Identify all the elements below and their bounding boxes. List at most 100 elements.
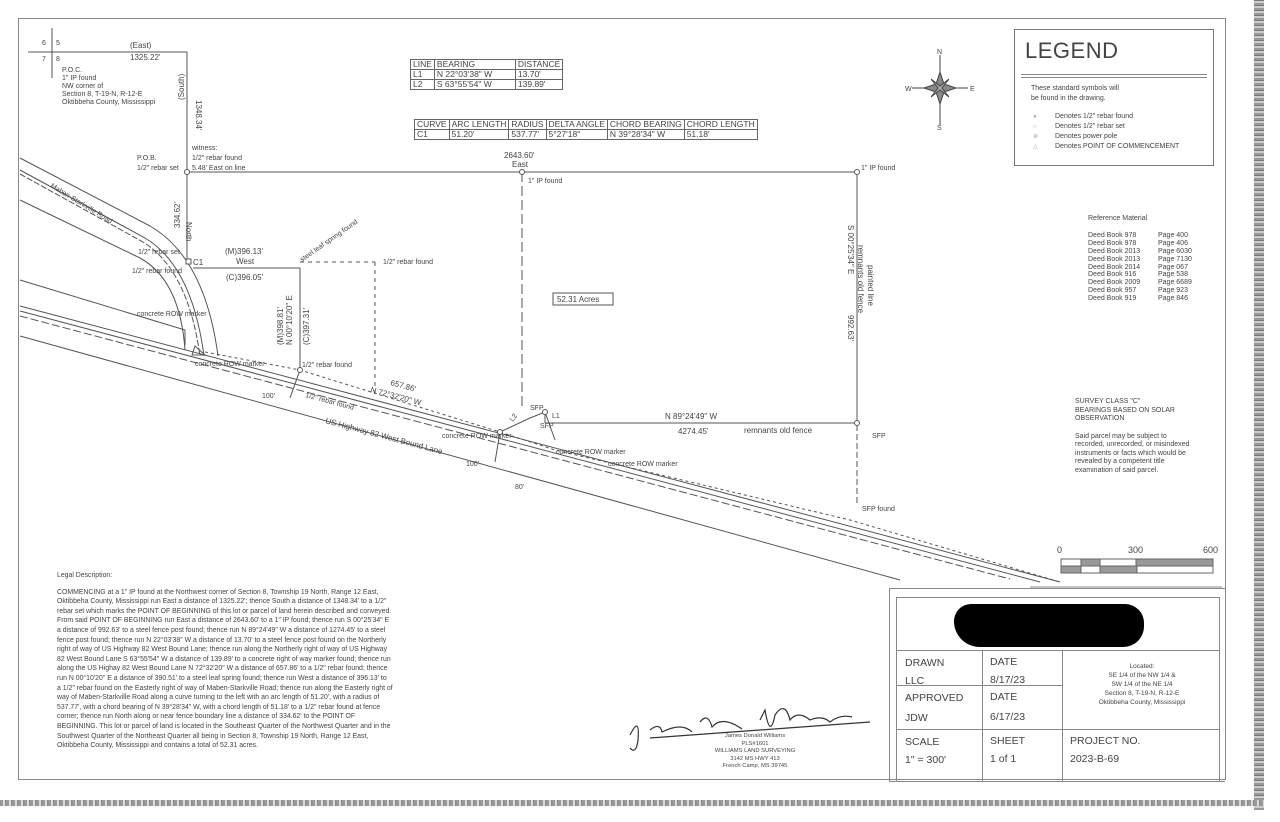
l1-label: L1 [552,413,560,420]
ip-found-label: 1" IP found [528,178,562,185]
scan-edge-right [1254,0,1264,810]
rebar-found-label: 1/2" rebar found [302,362,352,369]
legal-line: a distance of 992.63' to a steel fence p… [57,626,386,634]
witness-note: 5.48' East on line [192,165,246,172]
c1-label: C1 [193,258,204,267]
l1-l2-lines [499,411,546,433]
leaf-spring-label: steel leaf spring found [299,219,359,264]
ip-found-ne-symbol [854,169,860,175]
scale-bar [1060,558,1214,574]
west-direction: West [236,257,255,266]
legal-line: Oktibbeha County, Mississippi run East a… [57,598,387,606]
rebar-found-icon: ● [1033,114,1037,120]
rebar-set-label: 1/2" rebar set [138,249,180,256]
west-measured: (M)396.13' [225,247,263,256]
legal-line: Southwest Quarter of the Northeast Quart… [57,732,369,740]
row-marker-label: concrete ROW marker [556,449,626,456]
south-distance: 4274.45' [678,427,709,436]
north-boundary-direction: East [512,160,529,169]
scan-edge-bottom [0,800,1264,806]
ip-found-symbol [519,169,525,175]
highway-label: US Highway 82 West Bound Lane [324,416,444,456]
north-arrow-compass-icon [912,55,968,125]
section-number: 6 [42,40,46,47]
distance-east: 1325.22' [130,53,161,62]
location-note: Located: SE 1/4 of the NW 1/4 & SW 1/4 o… [1098,663,1186,706]
reference-title: Reference Material [1088,215,1148,222]
sheet-border [18,18,1226,780]
legal-line: COMMENCING at a 1" IP found at the North… [57,588,379,596]
row-tie-line [544,411,556,441]
mid-measured: (M)398.81' [276,307,285,345]
highway-edge-1 [19,305,1061,583]
section-number: 8 [56,56,60,63]
highway-width-label: 80' [515,484,524,491]
legal-line: way of Maben-Starkville Road along a cur… [57,694,380,702]
power-pole-icon: ⊕ [1033,134,1039,140]
rebar-found-label: 1/2" rebar found [304,392,354,412]
maben-road-edge-3 [19,199,186,351]
ramp-edge [19,279,186,345]
scale-label: 300 [1128,545,1143,555]
poc-icon: △ [1033,144,1038,150]
highway-centerline [19,315,1011,580]
row-width-label: 100' [262,393,275,400]
sfp-label: SFP [540,423,554,430]
legal-line: 82 West Bound Lane S 63°55'54" W a dista… [57,655,391,663]
north-distance: 334.62' [173,202,182,228]
legal-line: Oktibbeha County, Mississippi and contai… [57,742,258,750]
highway-edge-2 [19,310,1041,583]
rebar-found-label: 1/2" rebar found [132,268,182,275]
legal-line: BEGINNING. This lot or parcel of land is… [57,722,391,730]
sfp-label: SFP [872,433,886,440]
legal-line: rebar set which marks the POINT OF BEGIN… [57,607,392,615]
distance-south: 1348.34' [194,100,203,131]
surveyor-block: James Donald Williams PLS#1601 WILLIAMS … [714,733,796,770]
svg-text:1" IP found: 1" IP found [62,75,96,82]
compass-e: E [970,86,975,93]
legal-description: Legal Description: COMMENCING at a 1" IP… [57,571,617,751]
south-note: remnants old fence [744,426,813,435]
south-bearing: N 89°24'49" W [665,412,717,421]
row-width-label: 100' [466,461,479,468]
legal-line: From said POINT OF BEGINNING run East a … [57,617,390,625]
rebar-found-label: 1/2" rebar found [383,259,433,266]
basis-south: (South) [177,73,186,100]
maben-road-edge-1 [19,157,219,357]
poc-note: P.O.C. 1" IP found NW corner of Section … [62,67,156,106]
sfp-symbol [854,420,860,426]
row-marker-label: concrete ROW marker [195,361,265,368]
legal-line: corner; thence run North along or near f… [57,713,356,721]
north-direction: North [184,222,193,242]
sfp-found-label: SFP found [862,506,895,513]
ip-found-ne-label: 1" IP found [861,165,895,172]
redacted-name [954,604,1144,647]
legal-line: along the US Highay 82 West Bound Lane N… [57,665,388,673]
legend-item: ○Denotes 1/2" rebar set [1033,123,1125,130]
svg-text:NW corner of: NW corner of [62,83,103,90]
pob-label: 1/2" rebar set [137,165,179,172]
scale-label: 0 [1057,545,1062,555]
highway-south-edge [19,335,901,581]
traffic-island [191,345,207,356]
l2-label: L2 [509,413,519,423]
maben-road-edge-2 [19,169,205,357]
east-bearing: S 00°25'34" E [846,225,855,274]
svg-text:Oktibbeha County, Mississippi: Oktibbeha County, Mississippi [62,99,156,106]
